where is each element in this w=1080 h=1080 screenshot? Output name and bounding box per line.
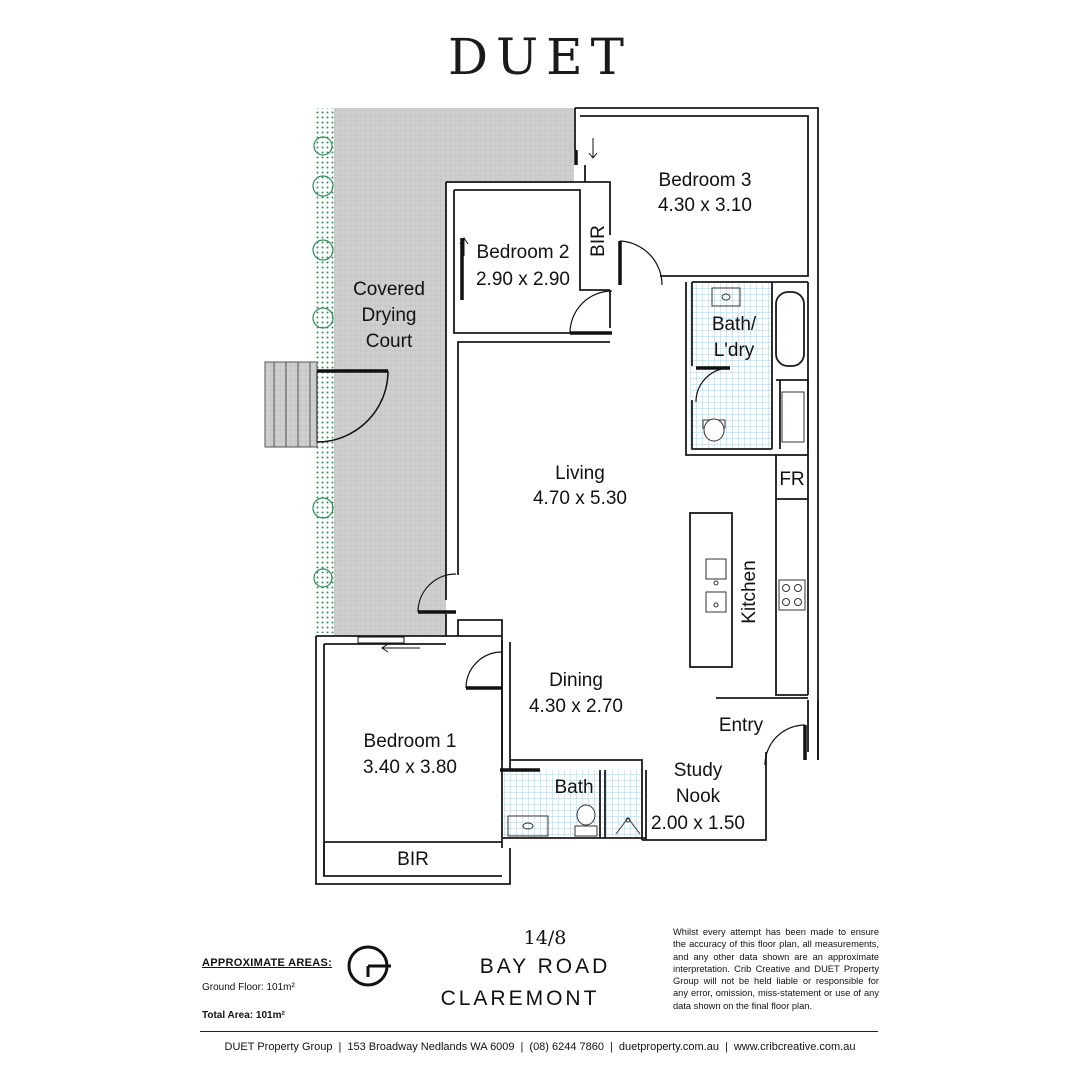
areas-title: APPROXIMATE AREAS: — [202, 957, 333, 969]
areas-total: Total Area: 101m² — [202, 1010, 285, 1021]
study-size: 2.00 x 1.50 — [651, 813, 745, 834]
drying-court-line3: Court — [366, 331, 413, 352]
bath-ldry-tiles — [690, 283, 772, 449]
shower-icon — [615, 817, 641, 835]
floor-plan: Bedroom 3 4.30 x 3.10 Bedroom 2 2.90 x 2… — [264, 107, 819, 885]
study-line2: Nook — [676, 786, 721, 807]
bath-ldry-line1: Bath/ — [712, 314, 757, 335]
living-name: Living — [555, 463, 605, 484]
bath-label: Bath — [554, 777, 593, 798]
footer-phone: (08) 6244 7860 — [529, 1041, 605, 1053]
footer: DUET Property Group|153 Broadway Nedland… — [224, 1041, 856, 1053]
address-unit: 14/8 — [523, 927, 567, 949]
bath-ldry-line2: L'dry — [714, 340, 755, 361]
bir-top-label: BIR — [588, 225, 609, 257]
tree-icon — [312, 136, 334, 588]
sink-icon — [507, 287, 741, 837]
bedroom3-name: Bedroom 3 — [659, 170, 752, 191]
toilet-icon — [574, 418, 726, 837]
bedroom1-name: Bedroom 1 — [364, 731, 457, 752]
study-line1: Study — [674, 760, 723, 781]
living-size: 4.70 x 5.30 — [533, 488, 627, 509]
disclaimer: Whilst every attempt has been made to en… — [673, 927, 879, 1011]
address-suburb: CLAREMONT — [440, 987, 600, 1010]
footer-address: 153 Broadway Nedlands WA 6009 — [347, 1041, 515, 1053]
bir-bottom-label: BIR — [397, 849, 429, 870]
bedroom1-size: 3.40 x 3.80 — [363, 757, 457, 778]
kitchen-label: Kitchen — [739, 560, 760, 623]
fridge-label: FR — [779, 469, 804, 490]
dining-size: 4.30 x 2.70 — [529, 696, 623, 717]
drying-court — [334, 183, 446, 636]
drying-court-line2: Drying — [362, 305, 417, 326]
compass-north-icon — [347, 945, 391, 987]
bedroom3-size: 4.30 x 3.10 — [658, 195, 752, 216]
areas-ground-floor: Ground Floor: 101m² — [202, 982, 295, 993]
dining-name: Dining — [549, 670, 603, 691]
laundry-unit — [781, 391, 805, 443]
drying-court-line1: Covered — [353, 279, 425, 300]
bedroom2-name: Bedroom 2 — [477, 242, 570, 263]
walls — [315, 107, 819, 885]
footer-website-crib[interactable]: www.cribcreative.com.au — [733, 1041, 856, 1053]
cooktop-icon — [778, 579, 806, 611]
brand-logo: DUET — [447, 28, 633, 86]
bedroom2-size: 2.90 x 2.90 — [476, 269, 570, 290]
entry-label: Entry — [719, 715, 764, 736]
footer-company: DUET Property Group — [224, 1041, 333, 1053]
drying-court-top — [334, 108, 574, 183]
footer-divider — [200, 1031, 878, 1032]
footer-website-duet[interactable]: duetproperty.com.au — [618, 1041, 719, 1053]
doors — [418, 150, 807, 772]
address-street: BAY ROAD — [479, 955, 611, 978]
bath-tiles — [503, 770, 642, 838]
steps — [264, 361, 318, 448]
